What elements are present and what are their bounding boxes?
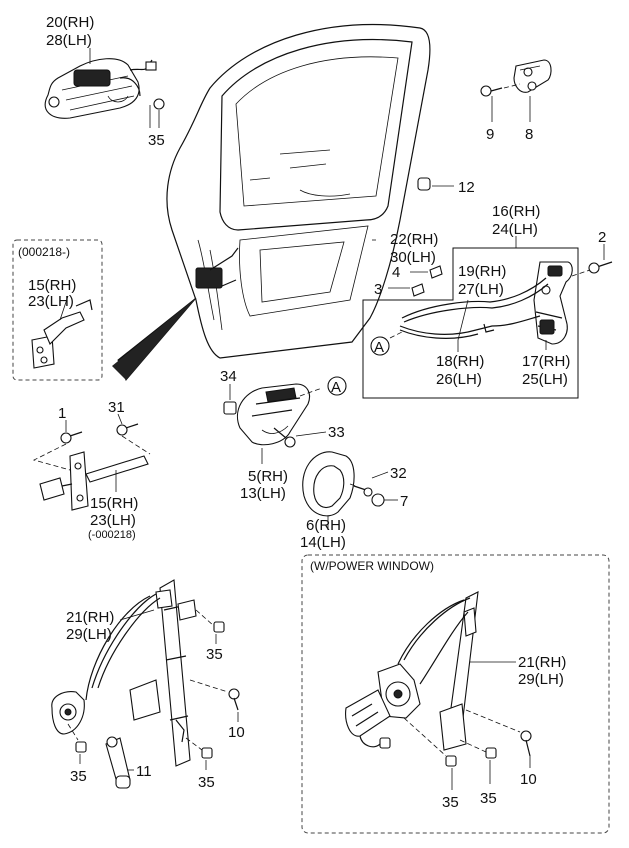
- callout-12: 12: [458, 179, 475, 196]
- callout-2: 2: [598, 229, 606, 246]
- callout-35-power-right: 35: [480, 790, 497, 807]
- callout-19: 19(RH): [458, 263, 506, 280]
- callout-27: 27(LH): [458, 281, 504, 298]
- power-window-box: [301, 554, 610, 834]
- latch-cable-lower: [399, 315, 541, 335]
- nut-icon: [485, 747, 497, 759]
- nut-icon: [201, 747, 213, 759]
- callout-20: 20(RH): [46, 14, 94, 31]
- callout-15-detail: 15(RH): [28, 277, 76, 294]
- bolt-icon: [228, 688, 240, 711]
- clip-icon: [429, 265, 443, 279]
- reference-marker-a-text: A: [374, 339, 384, 356]
- callout-33: 33: [328, 424, 345, 441]
- detail-box-title: (000218-): [18, 245, 70, 259]
- callout-16: 16(RH): [492, 203, 540, 220]
- callout-18: 18(RH): [436, 353, 484, 370]
- callout-10-manual: 10: [228, 724, 245, 741]
- latch-rod-upper: [401, 277, 547, 319]
- nut-icon: [223, 401, 237, 415]
- callout-11: 11: [136, 763, 152, 780]
- latch-assembly-box: [362, 247, 579, 399]
- outside-door-handle: [44, 58, 157, 119]
- rear-door-panel: [166, 23, 431, 359]
- reference-marker-a-handle-text: A: [331, 379, 341, 396]
- door-checker: [39, 451, 149, 511]
- callout-35-power-left: 35: [442, 794, 459, 811]
- callout-31: 31: [108, 399, 125, 416]
- callout-14: 14(LH): [300, 534, 346, 551]
- bolt-icon: [116, 423, 139, 436]
- inside-handle-bezel: [302, 451, 355, 517]
- callout-23-detail: 23(LH): [28, 293, 74, 310]
- callout-15: 15(RH): [90, 495, 138, 512]
- arrow-to-detail: [112, 297, 197, 381]
- screw-icon: [353, 485, 373, 497]
- nut-icon: [445, 755, 457, 767]
- callout-10-power: 10: [520, 771, 537, 788]
- callout-23: 23(LH): [90, 512, 136, 529]
- callout-8: 8: [525, 126, 533, 143]
- door-latch-mount: [195, 247, 239, 289]
- bushing-icon: [417, 177, 431, 191]
- bolt-icon: [520, 730, 532, 757]
- callout-28: 28(LH): [46, 32, 92, 49]
- striker-screw-icon: [480, 85, 503, 97]
- screw-icon: [273, 427, 296, 448]
- door-checker-detail: [31, 299, 93, 369]
- callout-3: 3: [374, 281, 382, 298]
- window-regulator-manual: [51, 579, 197, 767]
- callout-26: 26(LH): [436, 371, 482, 388]
- callout-29: 29(LH): [66, 626, 112, 643]
- callout-7: 7: [400, 493, 408, 510]
- door-latch-actuator: [533, 261, 573, 345]
- reference-marker-a: [370, 336, 390, 356]
- power-window-title: (W/POWER WINDOW): [310, 559, 434, 573]
- window-crank-handle: [105, 736, 131, 789]
- inside-door-handle: [236, 383, 311, 446]
- callout-30: 30(LH): [390, 249, 436, 266]
- bolt-icon: [60, 431, 83, 444]
- callout-17: 17(RH): [522, 353, 570, 370]
- clip-icon: [411, 283, 425, 297]
- callout-35-lower: 35: [198, 774, 215, 791]
- door-striker: [513, 59, 552, 93]
- callout-15-date-note: (-000218): [88, 529, 136, 541]
- window-regulator-power: [345, 591, 479, 751]
- callout-24: 24(LH): [492, 221, 538, 238]
- callout-34: 34: [220, 368, 237, 385]
- callout-35-manual: 35: [206, 646, 223, 663]
- latch-screw-icon: [588, 261, 613, 274]
- callout-21: 21(RH): [66, 609, 114, 626]
- callout-9: 9: [486, 126, 494, 143]
- callout-1: 1: [58, 405, 66, 422]
- callout-32: 32: [390, 465, 407, 482]
- callout-21-power: 21(RH): [518, 654, 566, 671]
- reference-marker-a-handle: [327, 376, 347, 396]
- callout-29-power: 29(LH): [518, 671, 564, 688]
- detail-box: [12, 239, 103, 381]
- callout-5: 5(RH): [248, 468, 288, 485]
- callout-22: 22(RH): [390, 231, 438, 248]
- callout-35: 35: [148, 132, 165, 149]
- callout-4: 4: [392, 264, 400, 281]
- callout-25: 25(LH): [522, 371, 568, 388]
- screw-cap-icon: [371, 493, 385, 507]
- nut-icon: [213, 621, 225, 633]
- callout-6: 6(RH): [306, 517, 346, 534]
- nut-icon: [75, 741, 87, 753]
- callout-13: 13(LH): [240, 485, 286, 502]
- nut-icon: [153, 98, 165, 110]
- callout-35-crank: 35: [70, 768, 87, 785]
